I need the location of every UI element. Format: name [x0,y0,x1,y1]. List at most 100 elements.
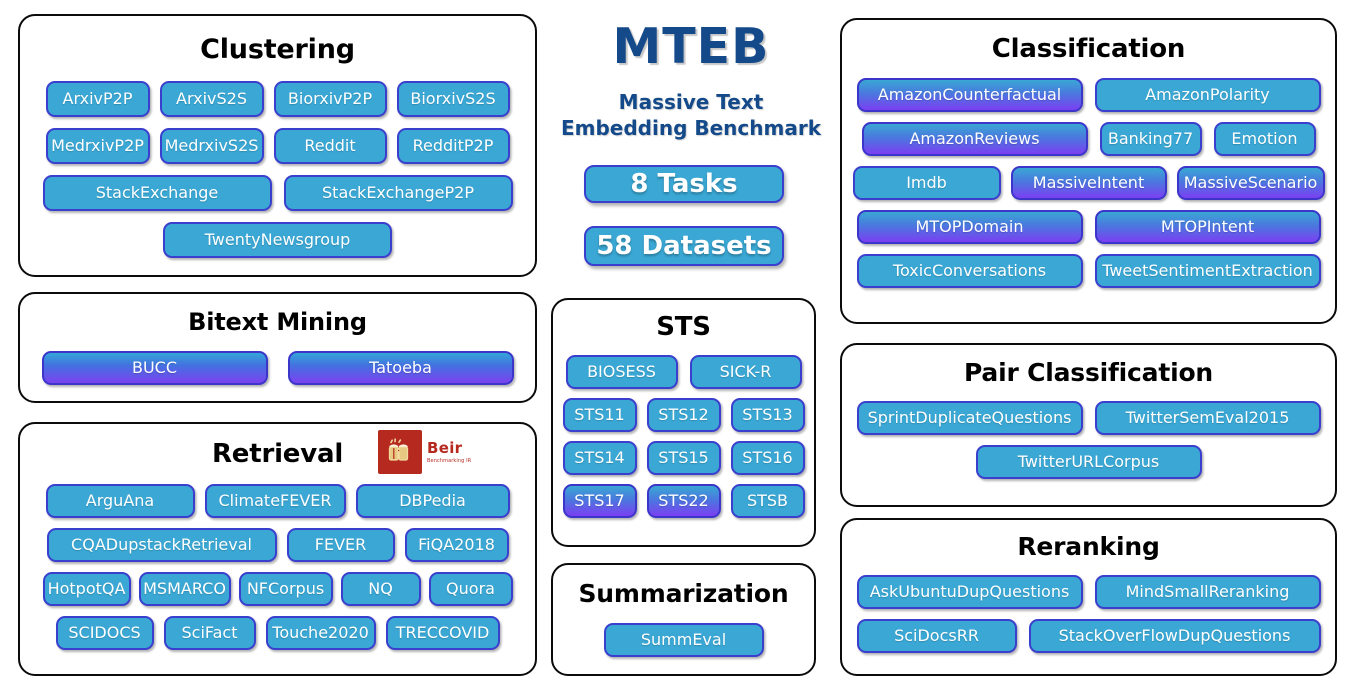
dataset-chip[interactable]: STS17 [562,484,637,518]
dataset-chip[interactable]: SummEval [603,623,764,657]
dataset-chip[interactable]: NQ [340,572,421,606]
dataset-chip[interactable]: FEVER [286,528,395,562]
dataset-chip[interactable]: StackOverFlowDupQuestions [1028,619,1321,653]
chip-row: STS17 STS22 STSB [553,484,814,518]
dataset-chip[interactable]: Quora [428,572,513,606]
dataset-chip[interactable]: Banking77 [1099,122,1202,156]
dataset-chip[interactable]: STSB [730,484,805,518]
dataset-chip[interactable]: RedditP2P [396,128,510,164]
dataset-chip[interactable]: Touche2020 [265,616,376,650]
dataset-chip[interactable]: STS16 [730,441,805,475]
dataset-chip[interactable]: MedrxivP2P [45,128,150,164]
dataset-chip[interactable]: Imdb [852,166,1001,200]
dataset-chip[interactable]: BiorxivP2P [273,81,387,117]
panel-bitext-mining: Bitext Mining BUCC Tatoeba [18,292,537,403]
dataset-chip[interactable]: TwentyNewsgroup [163,222,392,258]
panel-reranking: Reranking AskUbuntuDupQuestions MindSmall… [840,518,1337,676]
chip-row: BIOSESS SICK-R [553,355,814,389]
dataset-chip[interactable]: ClimateFEVER [204,484,346,518]
dataset-chip[interactable]: ArxivS2S [159,81,264,117]
beir-logo: Beir Benchmarking IR [378,430,471,474]
dataset-chip[interactable]: STS11 [562,398,637,432]
datasets-count-badge[interactable]: 58 Datasets [584,226,784,266]
panel-bitext-mining-chips: BUCC Tatoeba [20,351,535,385]
chip-row: AmazonCounterfactual AmazonPolarity [842,78,1335,112]
chip-row: SprintDuplicateQuestions TwitterSemEval20… [842,401,1335,435]
dataset-chip[interactable]: MTOPDomain [856,210,1083,244]
dataset-chip[interactable]: MassiveScenario [1176,166,1325,200]
dataset-chip[interactable]: TweetSentimentExtraction [1094,254,1321,288]
chip-row: MTOPDomain MTOPIntent [842,210,1335,244]
beir-tagline: Benchmarking IR [427,457,472,464]
dataset-chip[interactable]: CQADupstackRetrieval [46,528,277,562]
mteb-title: MTEB [612,18,770,75]
chip-row: CQADupstackRetrieval FEVER FiQA2018 [20,528,535,562]
chip-row: SciDocsRR StackOverFlowDupQuestions [842,619,1335,653]
dataset-chip[interactable]: SprintDuplicateQuestions [856,401,1083,435]
chip-row: ArguAna ClimateFEVER DBPedia [20,484,535,518]
dataset-chip[interactable]: NFCorpus [238,572,333,606]
panel-bitext-mining-title: Bitext Mining [188,308,367,336]
panel-classification-title: Classification [991,34,1186,64]
dataset-chip[interactable]: MindSmallReranking [1094,575,1321,609]
dataset-chip[interactable]: HotpotQA [42,572,131,606]
dataset-chip[interactable]: TRECCOVID [385,616,500,650]
dataset-chip[interactable]: MSMARCO [138,572,231,606]
dataset-chip[interactable]: STS22 [646,484,721,518]
chip-row: Imdb MassiveIntent MassiveScenario [842,166,1335,200]
dataset-chip[interactable]: TwitterURLCorpus [975,445,1202,479]
dataset-chip[interactable]: BIOSESS [565,355,678,389]
dataset-chip[interactable]: TwitterSemEval2015 [1094,401,1321,435]
dataset-chip[interactable]: ToxicConversations [856,254,1083,288]
dataset-chip[interactable]: BUCC [41,351,268,385]
dataset-chip[interactable]: Tatoeba [287,351,514,385]
panel-summarization-title: Summarization [578,579,789,608]
dataset-chip[interactable]: FiQA2018 [404,528,509,562]
dataset-chip[interactable]: SciDocsRR [856,619,1017,653]
dataset-chip[interactable]: STS14 [562,441,637,475]
chip-row: TwitterURLCorpus [842,445,1335,479]
dataset-chip[interactable]: Emotion [1213,122,1316,156]
beer-mugs-icon [378,430,422,474]
dataset-chip[interactable]: BiorxivS2S [396,81,510,117]
dataset-chip[interactable]: STS13 [730,398,805,432]
panel-clustering-title: Clustering [200,34,355,65]
dataset-chip[interactable]: SciFact [163,616,256,650]
dataset-chip[interactable]: SICK-R [689,355,802,389]
dataset-chip[interactable]: StackExchangeP2P [283,175,513,211]
dataset-chip[interactable]: StackExchange [42,175,272,211]
panel-summarization-chips: SummEval [553,623,814,657]
mteb-subtitle-line1: Massive Text [618,90,764,114]
dataset-chip[interactable]: ArguAna [45,484,195,518]
dataset-chip[interactable]: STS12 [646,398,721,432]
panel-reranking-title: Reranking [1017,532,1160,561]
dataset-chip[interactable]: SCIDOCS [55,616,154,650]
tasks-count-badge[interactable]: 8 Tasks [584,165,784,203]
dataset-chip[interactable]: MTOPIntent [1094,210,1321,244]
dataset-chip[interactable]: Reddit [273,128,387,164]
chip-row: BUCC Tatoeba [20,351,535,385]
dataset-chip[interactable]: AmazonReviews [861,122,1088,156]
dataset-chip[interactable]: MassiveIntent [1010,166,1167,200]
dataset-chip[interactable]: AmazonCounterfactual [856,78,1083,112]
dataset-chip[interactable]: MedrxivS2S [159,128,264,164]
panel-sts-title: STS [656,312,711,342]
dataset-chip[interactable]: ArxivP2P [45,81,150,117]
dataset-chip[interactable]: AskUbuntuDupQuestions [856,575,1083,609]
panel-pair-classification: Pair Classification SprintDuplicateQuest… [840,343,1337,507]
panel-retrieval-title: Retrieval [211,439,344,469]
dataset-chip[interactable]: STS15 [646,441,721,475]
dataset-chip[interactable]: DBPedia [355,484,510,518]
panel-pair-classification-chips: SprintDuplicateQuestions TwitterSemEval20… [842,401,1335,479]
dataset-chip[interactable]: AmazonPolarity [1094,78,1321,112]
